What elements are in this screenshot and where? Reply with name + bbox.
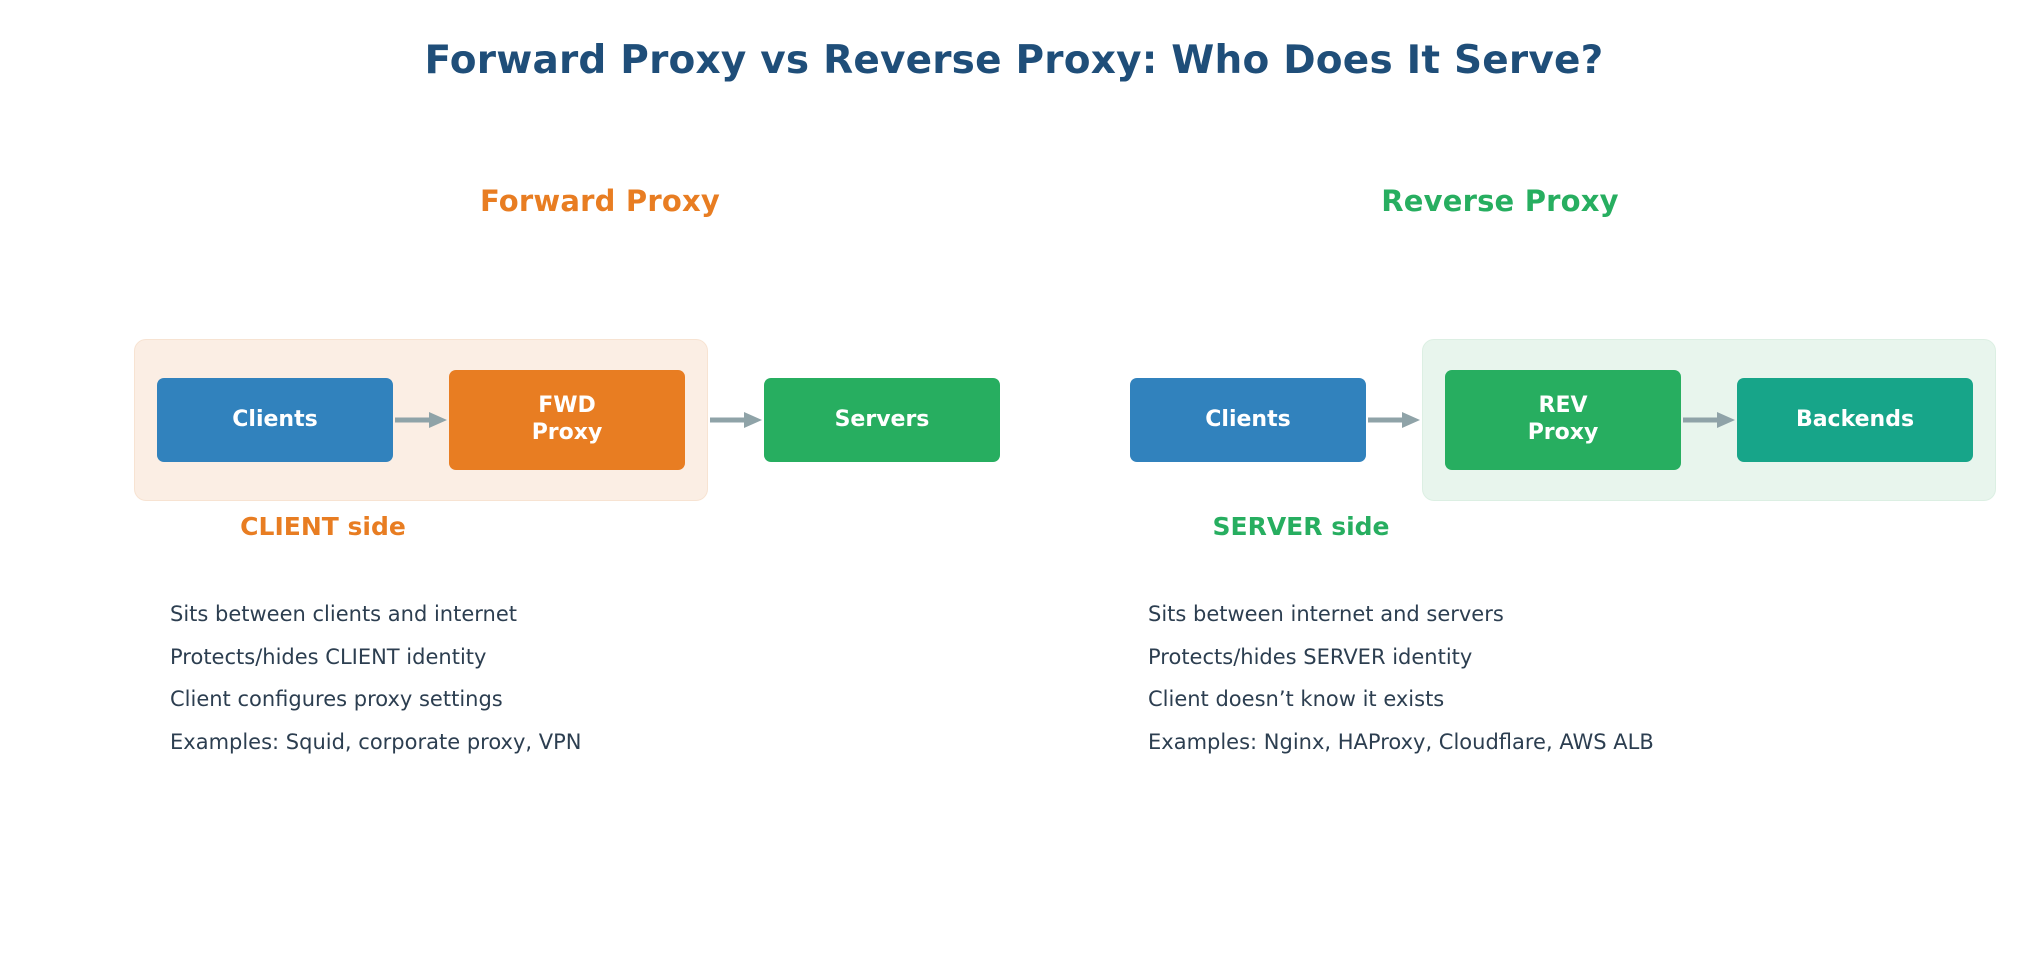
list-item: Protects/hides SERVER identity (1148, 644, 1473, 669)
node-rev-proxy[interactable]: REV Proxy (1445, 370, 1681, 470)
group-label-client-side: CLIENT side (240, 512, 406, 541)
node-fwd-proxy-line1: FWD (538, 393, 596, 419)
server-side-group: REV Proxy Backends (1422, 339, 1996, 501)
node-backends[interactable]: Backends (1737, 378, 1973, 462)
arrow-right-icon (393, 410, 449, 430)
node-fwd-proxy-line2: Proxy (531, 420, 603, 445)
reverse-proxy-flow: Clients REV Proxy (1130, 330, 1996, 510)
arrow-right-icon (1681, 410, 1737, 430)
column-heading-reverse-proxy: Reverse Proxy (1381, 184, 1619, 218)
diagram-row: Clients FWD Proxy (0, 330, 2028, 510)
page-title: Forward Proxy vs Reverse Proxy: Who Does… (424, 38, 1604, 83)
list-item: Sits between internet and servers (1148, 602, 1504, 626)
arrow-right-icon (708, 410, 764, 430)
node-clients-reverse[interactable]: Clients (1130, 378, 1366, 462)
list-item: Client configures proxy settings (170, 687, 503, 711)
list-item: Protects/hides CLIENT identity (170, 644, 487, 669)
node-clients-forward[interactable]: Clients (157, 378, 393, 462)
client-side-group: Clients FWD Proxy (134, 339, 708, 501)
list-item: Sits between clients and internet (170, 602, 518, 626)
arrow-right-icon (1366, 410, 1422, 430)
list-item: Examples: Nginx, HAProxy, Cloudflare, AW… (1148, 729, 1654, 754)
group-label-server-side: SERVER side (1212, 512, 1390, 541)
node-servers[interactable]: Servers (764, 378, 1000, 462)
notes-list-forward: Sits between clients and internet Protec… (170, 604, 910, 774)
notes-list-reverse: Sits between internet and servers Protec… (1148, 604, 1948, 774)
forward-proxy-flow: Clients FWD Proxy (134, 330, 1000, 510)
node-rev-proxy-line2: Proxy (1527, 420, 1599, 445)
list-item: Examples: Squid, corporate proxy, VPN (170, 729, 582, 754)
column-heading-forward-proxy: Forward Proxy (479, 184, 721, 218)
node-rev-proxy-line1: REV (1538, 393, 1588, 419)
list-item: Client doesn’t know it exists (1148, 687, 1445, 711)
node-fwd-proxy[interactable]: FWD Proxy (449, 370, 685, 470)
